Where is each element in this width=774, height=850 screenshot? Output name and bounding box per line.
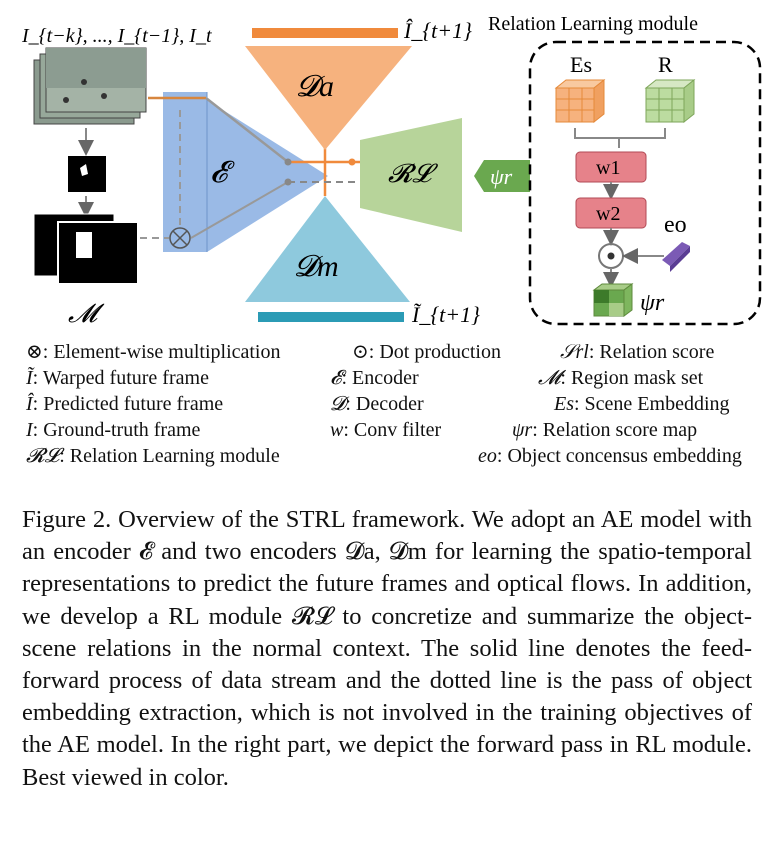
decoder-a-block	[245, 46, 412, 150]
legend-item: 𝓔: Encoder	[330, 367, 419, 389]
relation-score-map-cube	[592, 283, 634, 317]
svg-text:ψr: ψr	[490, 164, 513, 189]
multiplication-node	[169, 227, 191, 249]
relation-score-map-label: ψr	[640, 290, 665, 316]
mask-set-label: 𝓜	[68, 299, 105, 328]
legend-item: Es: Scene Embedding	[554, 393, 730, 415]
legend-item: 𝓡𝓛: Relation Learning module	[26, 445, 280, 467]
scene-embedding-label: Es	[570, 52, 592, 77]
rl-block	[360, 118, 462, 232]
encoder-block	[163, 92, 328, 252]
region-mask-set	[33, 213, 139, 285]
legend: ⊗: Element-wise multiplication ⊙: Dot pr…	[0, 334, 774, 484]
predicted-frame-label: Î_{t+1}	[403, 18, 472, 43]
legend-item: Ĩ: Warped future frame	[26, 367, 209, 389]
decoder-m-block	[245, 196, 410, 302]
input-frames-label: I_{t−k}, ..., I_{t−1}, I_t	[21, 25, 212, 47]
predicted-frame-bar	[252, 28, 398, 38]
svg-text:w2: w2	[596, 203, 620, 225]
decoder-m-label: 𝓓m	[294, 250, 339, 283]
legend-item: Î: Predicted future frame	[26, 393, 224, 415]
psi-tag: ψr	[474, 160, 530, 192]
object-embedding-label: eo	[664, 212, 687, 238]
legend-item: eo: Object concensus embedding	[478, 445, 742, 467]
figure-caption: Figure 2. Overview of the STRL framework…	[22, 506, 752, 791]
object-embedding-bar	[662, 242, 690, 272]
legend-item: ψr: Relation score map	[512, 419, 698, 441]
legend-item: w: Conv filter	[330, 419, 442, 441]
legend-item: 𝒮rl: Relation score	[560, 341, 715, 363]
legend-item: I: Ground-truth frame	[26, 419, 201, 441]
rl-module-frame	[528, 40, 762, 326]
legend-item: ⊗: Element-wise multiplication	[26, 341, 281, 363]
input-frames-stack	[33, 47, 147, 125]
warped-frame-bar	[258, 312, 404, 322]
scene-embedding-cube	[554, 78, 606, 124]
svg-text:w1: w1	[596, 157, 620, 179]
relation-matrix-label: R	[658, 52, 673, 77]
warped-frame-label: Ĩ_{t+1}	[411, 302, 480, 327]
legend-item: ⊙: Dot production	[352, 341, 501, 363]
legend-item: 𝓜: Region mask set	[538, 367, 704, 389]
rl-module-title: Relation Learning module	[488, 13, 698, 35]
relation-cube	[644, 78, 696, 124]
decoder-a-label: 𝓓a	[296, 70, 334, 103]
legend-item: 𝓓: Decoder	[330, 393, 424, 415]
framework-diagram: I_{t−k}, ..., I_{t−1}, I_t 𝓜 𝓔	[21, 13, 762, 328]
dot-product-node	[598, 243, 624, 269]
rl-label: 𝓡𝓛	[388, 159, 438, 188]
